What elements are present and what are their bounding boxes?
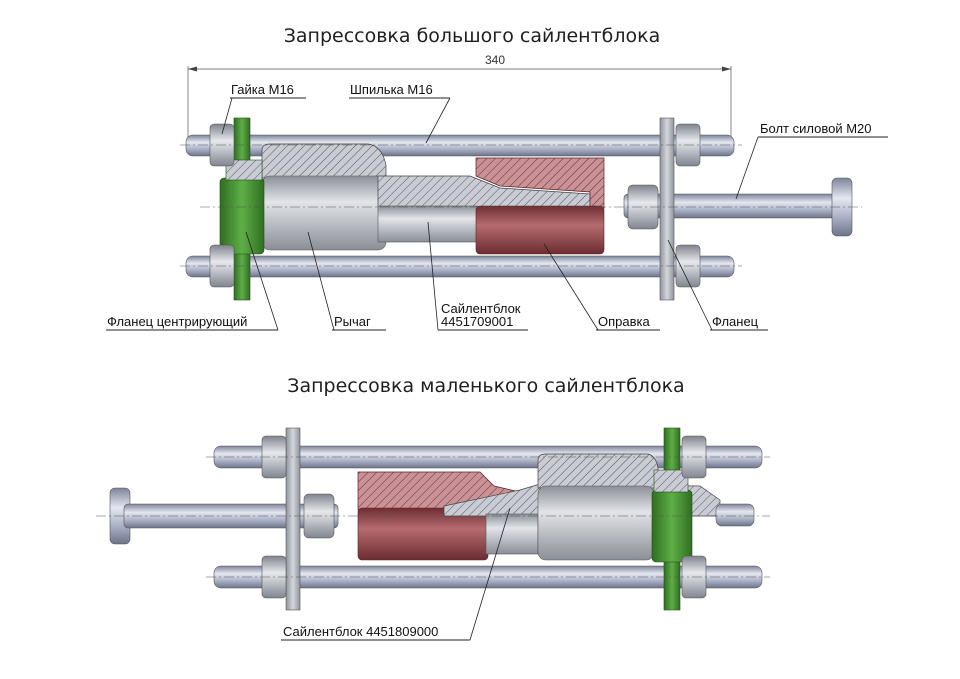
label-mandrel: Оправка bbox=[598, 314, 650, 329]
top-labels: Гайка М16 Шпилька М16 Болт силовой М20 Ф… bbox=[106, 82, 888, 331]
label-silentblock-small: Сайлентблок 4451809000 bbox=[283, 624, 438, 639]
centering-flange-section bbox=[225, 159, 263, 181]
bottom-lever-section bbox=[537, 453, 659, 489]
lever-section bbox=[261, 143, 387, 179]
top-title: Запрессовка большого сайлентблока bbox=[284, 25, 661, 47]
bottom-centering-flange-boss bbox=[651, 489, 693, 563]
bottom-labels: Сайлентблок 4451809000 bbox=[281, 507, 511, 641]
bottom-sleeve-tip bbox=[715, 503, 755, 527]
label-silentblock-line1: Сайлентблок bbox=[441, 301, 521, 316]
lever-body bbox=[261, 175, 387, 251]
mandrel-section bbox=[475, 157, 605, 209]
label-flange: Фланец bbox=[712, 314, 759, 329]
stud-top-lower bbox=[185, 255, 735, 278]
label-lever: Рычаг bbox=[334, 314, 371, 329]
bottom-lever-body bbox=[537, 485, 655, 561]
top-assembly bbox=[180, 117, 862, 301]
label-nut: Гайка М16 bbox=[231, 82, 294, 97]
bottom-flange-plate bbox=[285, 427, 301, 611]
bottom-assembly bbox=[96, 427, 770, 611]
dimension-340: 340 bbox=[187, 53, 732, 140]
bottom-title: Запрессовка маленького сайлентблока bbox=[287, 375, 684, 397]
label-power-bolt: Болт силовой М20 bbox=[760, 121, 872, 136]
label-stud: Шпилька М16 bbox=[350, 82, 433, 97]
bottom-centering-flange-section bbox=[653, 469, 689, 493]
label-silentblock-line2: 4451709001 bbox=[441, 314, 513, 329]
centering-flange-boss bbox=[219, 177, 265, 255]
label-centering-flange: Фланец центрирующий bbox=[107, 314, 247, 329]
mandrel-body bbox=[475, 205, 605, 255]
bottom-sleeve-body bbox=[485, 513, 539, 555]
dimension-value: 340 bbox=[485, 53, 505, 67]
flange-plate bbox=[659, 117, 675, 301]
